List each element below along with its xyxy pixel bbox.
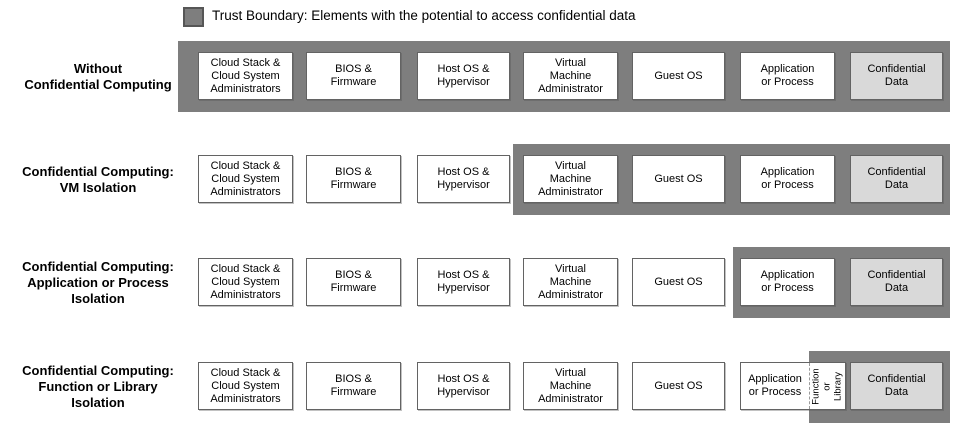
row-application-process-isolation: Confidential Computing: Application or P… xyxy=(0,247,960,318)
function-library-label: Function or Library xyxy=(811,367,844,405)
box-cloud-admins: Cloud Stack & Cloud System Administrator… xyxy=(198,52,293,100)
row-without-confidential-computing: Without Confidential Computing Cloud Sta… xyxy=(0,41,960,112)
box-bios-firmware: BIOS & Firmware xyxy=(306,258,401,306)
row-function-library-isolation: Confidential Computing: Function or Libr… xyxy=(0,351,960,423)
box-cloud-admins: Cloud Stack & Cloud System Administrator… xyxy=(198,155,293,203)
box-application-process: Application or Process xyxy=(740,155,835,203)
box-bios-firmware: BIOS & Firmware xyxy=(306,52,401,100)
box-vm-administrator: Virtual Machine Administrator xyxy=(523,52,618,100)
box-cloud-admins: Cloud Stack & Cloud System Administrator… xyxy=(198,362,293,410)
box-function-library: Function or Library xyxy=(810,363,845,409)
trust-boundary-legend-label: Trust Boundary: Elements with the potent… xyxy=(212,8,636,23)
box-vm-administrator: Virtual Machine Administrator xyxy=(523,155,618,203)
box-guest-os: Guest OS xyxy=(632,258,725,306)
box-confidential-data: Confidential Data xyxy=(850,155,943,203)
box-vm-administrator: Virtual Machine Administrator xyxy=(523,362,618,410)
box-vm-administrator: Virtual Machine Administrator xyxy=(523,258,618,306)
box-host-os-hypervisor: Host OS & Hypervisor xyxy=(417,52,510,100)
box-host-os-hypervisor: Host OS & Hypervisor xyxy=(417,362,510,410)
row-label: Without Confidential Computing xyxy=(24,60,172,92)
box-bios-firmware: BIOS & Firmware xyxy=(306,362,401,410)
box-bios-firmware: BIOS & Firmware xyxy=(306,155,401,203)
box-confidential-data: Confidential Data xyxy=(850,258,943,306)
box-confidential-data: Confidential Data xyxy=(850,362,943,410)
row-label: Confidential Computing: Application or P… xyxy=(22,258,174,306)
box-host-os-hypervisor: Host OS & Hypervisor xyxy=(417,258,510,306)
box-guest-os: Guest OS xyxy=(632,52,725,100)
row-label: Confidential Computing: Function or Libr… xyxy=(22,363,174,410)
trust-boundary-legend-swatch xyxy=(183,7,204,27)
box-application-process: Application or Process xyxy=(748,373,802,398)
box-host-os-hypervisor: Host OS & Hypervisor xyxy=(417,155,510,203)
box-application-process: Application or Process xyxy=(740,52,835,100)
box-guest-os: Guest OS xyxy=(632,155,725,203)
dashed-divider xyxy=(809,363,810,409)
box-application-process-with-function: Application or Process Function or Libra… xyxy=(740,362,846,410)
box-confidential-data: Confidential Data xyxy=(850,52,943,100)
box-cloud-admins: Cloud Stack & Cloud System Administrator… xyxy=(198,258,293,306)
box-guest-os: Guest OS xyxy=(632,362,725,410)
row-label: Confidential Computing: VM Isolation xyxy=(22,163,174,195)
row-vm-isolation: Confidential Computing: VM Isolation Clo… xyxy=(0,144,960,215)
box-application-process: Application or Process xyxy=(740,258,835,306)
